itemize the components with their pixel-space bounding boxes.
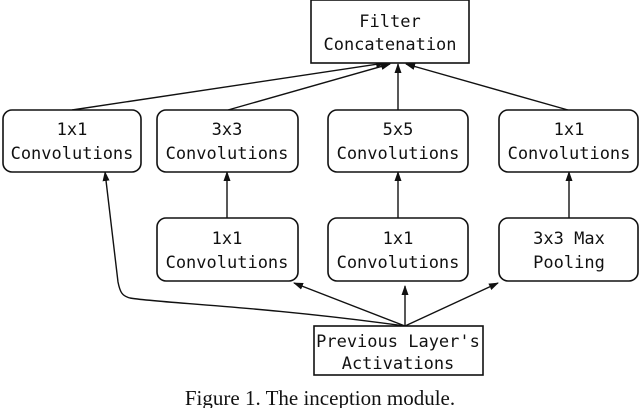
conv3x3-line1: 3x3 [212, 120, 243, 140]
edge-conv1x1d-to-concat [405, 63, 569, 111]
conv1x1-d-node: 1x1 Convolutions [498, 109, 639, 173]
reduce1x1-b-node: 1x1 Convolutions [156, 217, 299, 282]
edge-prev-to-conv1x1a [102, 171, 406, 327]
edge-conv1x1a-to-concat [71, 60, 386, 111]
reduce1x1-c-line2: Convolutions [337, 253, 460, 273]
conv5x5-node: 5x5 Convolutions [327, 109, 469, 173]
maxpool-line1: 3x3 Max [533, 229, 605, 249]
edge-prev-to-maxpool [404, 282, 499, 327]
conv5x5-line2: Convolutions [337, 144, 460, 164]
reduce1x1-b-line2: Convolutions [166, 253, 289, 273]
conv3x3-node: 3x3 Convolutions [156, 109, 299, 173]
previous-layer-line2: Activations [342, 354, 455, 374]
reduce1x1-b-line1: 1x1 [212, 229, 243, 249]
reduce1x1-c-line1: 1x1 [383, 229, 414, 249]
conv5x5-line1: 5x5 [383, 120, 414, 140]
filter-concatenation-line2: Concatenation [323, 35, 456, 55]
previous-layer-line1: Previous Layer's [316, 332, 480, 352]
edge-conv3x3-to-concat [227, 63, 391, 111]
edge-prev-to-reduceb [293, 282, 406, 327]
conv1x1-d-line1: 1x1 [554, 120, 585, 140]
filter-concatenation-node: Filter Concatenation [310, 0, 470, 64]
reduce1x1-c-node: 1x1 Convolutions [327, 217, 469, 282]
filter-concatenation-line1: Filter [359, 12, 420, 32]
maxpool-line2: Pooling [533, 253, 605, 273]
edges [71, 60, 573, 327]
conv1x1-a-line1: 1x1 [57, 120, 88, 140]
maxpool-node: 3x3 Max Pooling [498, 217, 639, 282]
figure-caption: Figure 1. The inception module. [185, 386, 455, 408]
conv1x1-a-line2: Convolutions [11, 144, 134, 164]
conv1x1-d-line2: Convolutions [508, 144, 631, 164]
conv3x3-line2: Convolutions [166, 144, 289, 164]
conv1x1-a-node: 1x1 Convolutions [2, 109, 142, 173]
previous-layer-node: Previous Layer's Activations [313, 325, 484, 376]
